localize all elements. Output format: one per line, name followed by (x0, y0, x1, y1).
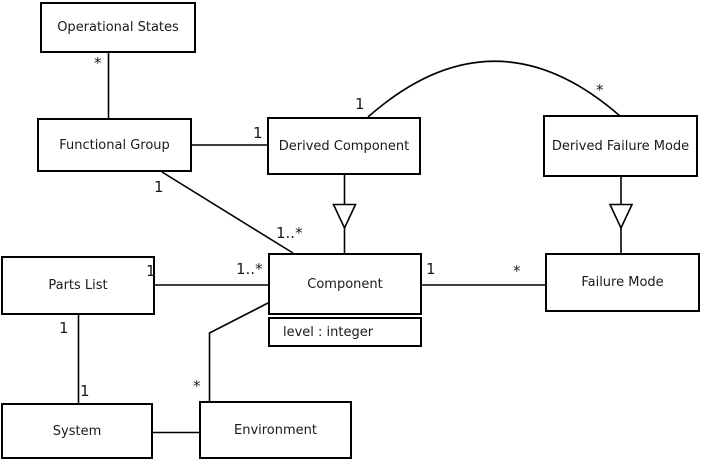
multiplicity-functional-group-end: 1 (154, 178, 164, 196)
multiplicity-component-end-from-parts-list: 1..* (236, 260, 263, 278)
class-box-environment[interactable]: Environment (199, 401, 352, 459)
class-box-system[interactable]: System (1, 403, 153, 459)
edge-derived-component-derived-failure-mode-arc (367, 60, 621, 118)
edge-functional-group-component (161, 171, 294, 254)
multiplicity-operational-states-end: * (94, 54, 102, 72)
multiplicity-environment-end: * (193, 377, 201, 395)
class-name-system: System (52, 423, 102, 439)
class-name-operational-states: Operational States (57, 20, 179, 35)
class-name-functional-group: Functional Group (59, 137, 170, 153)
multiplicity-derived-component-end: 1 (253, 124, 263, 142)
multiplicity-parts-list-system-top: 1 (59, 319, 69, 337)
class-box-parts-list[interactable]: Parts List (1, 256, 155, 315)
class-name-derived-component: Derived Component (278, 138, 410, 154)
multiplicity-arc-derived-failure-mode-end: * (596, 81, 604, 99)
class-box-component-attributes[interactable]: level : integer (268, 317, 422, 347)
generalization-arrow-derived-failure-mode-icon (608, 203, 634, 230)
multiplicity-parts-list-system-bottom: 1 (80, 382, 90, 400)
class-box-operational-states[interactable]: Operational States (40, 2, 196, 53)
multiplicity-arc-derived-component-end: 1 (355, 95, 365, 113)
class-name-parts-list: Parts List (48, 278, 108, 293)
class-name-environment: Environment (233, 422, 317, 438)
multiplicity-component-end-from-functional-group: 1..* (276, 224, 303, 242)
attribute-level: level : integer (283, 324, 374, 340)
class-name-derived-failure-mode: Derived Failure Mode (551, 138, 690, 154)
multiplicity-parts-list-end: 1 (146, 262, 156, 280)
class-name-failure-mode: Failure Mode (581, 275, 664, 290)
class-box-derived-failure-mode[interactable]: Derived Failure Mode (543, 115, 698, 177)
edge-environment-component (208, 302, 269, 401)
class-box-derived-component[interactable]: Derived Component (267, 117, 421, 175)
multiplicity-failure-mode-end: * (513, 262, 521, 280)
class-name-component: Component (307, 276, 383, 292)
generalization-arrow-derived-component-icon (332, 203, 357, 230)
class-box-functional-group[interactable]: Functional Group (37, 118, 192, 172)
class-box-component[interactable]: Component (268, 253, 422, 315)
multiplicity-component-end-from-failure-mode: 1 (426, 260, 436, 278)
class-box-failure-mode[interactable]: Failure Mode (545, 253, 700, 312)
